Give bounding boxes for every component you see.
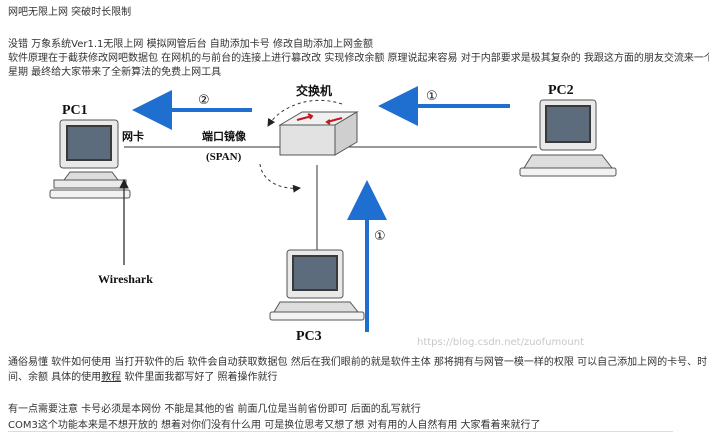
para2-line-2-suffix: 软件里面我都写好了 照着操作就行 — [121, 372, 278, 383]
step1-marker-right: ① — [426, 89, 438, 104]
step1-marker-bottom: ① — [374, 229, 386, 244]
nic-label: 网卡 — [122, 129, 144, 143]
para3-line-1: 有一点需要注意 卡号必须是本网份 不能是其他的省 前面几位是当前省份即可 后面的… — [8, 404, 421, 415]
para2-line-1: 通俗易懂 软件如何使用 当打开软件的后 软件会自动获取数据包 然后在我们眼前的就… — [8, 357, 708, 368]
para2-line-2-prefix: 间、余额 具体的使用 — [8, 372, 102, 383]
mirror-arrow-top — [267, 100, 343, 127]
pc1-icon — [49, 119, 131, 199]
pc2-label: PC2 — [548, 83, 574, 98]
divider — [8, 431, 673, 432]
pc2-icon — [519, 99, 617, 177]
watermark-text: https://blog.csdn.net/zuofumount — [417, 337, 584, 348]
intro-line-3: 星期 最终给大家带来了全新算法的免费上网工具 — [8, 67, 222, 78]
intro-line-1: 没错 万象系统Ver1.1无限上网 模拟网管后台 自助添加卡号 修改自助添加上网… — [8, 39, 373, 50]
mirror-arrow-bottom — [259, 163, 301, 193]
para2-line-2: 间、余额 具体的使用教程 软件里面我都写好了 照着操作就行 — [8, 371, 278, 384]
pc3-label: PC3 — [296, 329, 322, 344]
page-title: 网吧无限上网 突破时长限制 — [8, 7, 132, 18]
para3-line-2: COM3这个功能本来是不想开放的 想着对你们没有什么用 可是换位思考又想了想 对… — [8, 420, 541, 431]
pc3-icon — [269, 249, 365, 321]
wireshark-label: Wireshark — [98, 272, 153, 286]
pc1-label: PC1 — [62, 103, 88, 118]
step2-marker: ② — [198, 93, 210, 108]
switch-icon — [278, 111, 359, 156]
switch-label: 交换机 — [296, 83, 332, 98]
tutorial-link[interactable]: 教程 — [101, 372, 122, 383]
intro-line-2: 软件原理在于截获修改网吧数据包 在网机的与前台的连接上进行篡改改 实现修改余额 … — [8, 53, 709, 64]
network-diagram: PC1 PC2 PC3 交换机 网卡 端口镜像 (SPAN) ② ① ① Wi — [49, 83, 617, 348]
mirror-label: 端口镜像 — [202, 129, 247, 143]
span-label: (SPAN) — [206, 151, 242, 163]
